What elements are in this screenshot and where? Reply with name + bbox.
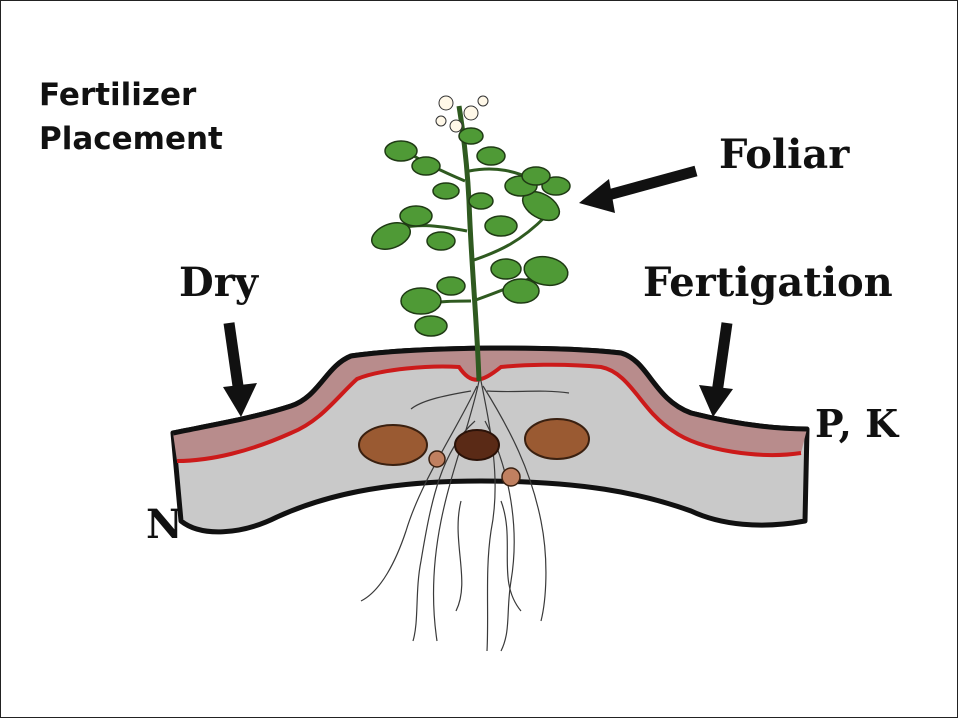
diagram-title: Fertilizer Placement (39, 73, 223, 161)
bed-surface-line (172, 345, 808, 436)
fertilizer-band-line (176, 362, 802, 463)
flowers (435, 95, 489, 133)
label-dry: Dry (179, 259, 259, 306)
label-n: N (146, 501, 183, 548)
tuber-center (454, 429, 500, 461)
arrow-fertigation (699, 322, 733, 417)
tuber-small (501, 467, 521, 487)
roots (360, 380, 570, 652)
tuber-right (524, 418, 590, 460)
title-line-1: Fertilizer (39, 77, 197, 113)
potato-plant (371, 95, 571, 382)
label-fertigation: Fertigation (643, 259, 893, 306)
tuber-left (358, 424, 428, 466)
label-p-k: P, K (815, 401, 899, 446)
title-line-2: Placement (39, 121, 223, 157)
plant-stem (456, 105, 482, 382)
arrow-foliar (579, 165, 698, 213)
arrows (223, 165, 733, 417)
label-foliar: Foliar (719, 131, 850, 178)
arrow-dry (223, 322, 257, 417)
tubers (358, 418, 590, 487)
leaves (371, 127, 571, 337)
tuber-small (428, 450, 446, 468)
